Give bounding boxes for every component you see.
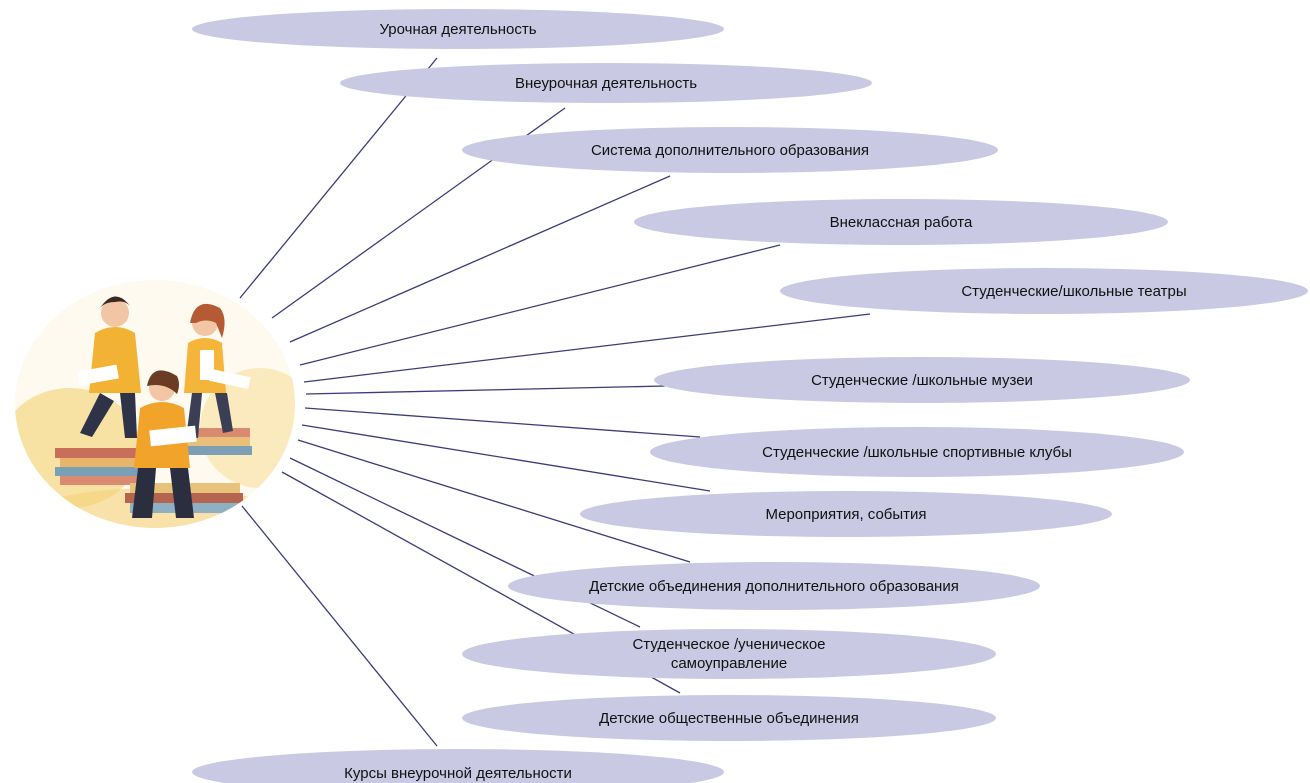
node-obshchestvennye: Детские общественные объединения: [462, 695, 996, 741]
node-vneurochnaya: Внеурочная деятельность: [340, 63, 872, 103]
node-label: Детские объединения дополнительного обра…: [589, 577, 959, 595]
node-label: Студенческие /школьные спортивные клубы: [762, 443, 1072, 461]
connector-meropriyatiya: [301, 424, 711, 492]
node-label: Внеклассная работа: [829, 213, 973, 231]
node-kursy: Курсы внеурочной деятельности: [192, 749, 724, 783]
node-label: Детские общественные объединения: [599, 709, 859, 727]
students-illustration: [15, 280, 295, 528]
node-label: Курсы внеурочной деятельности: [344, 765, 572, 782]
node-label: Студенческое /ученическое самоуправление: [632, 636, 826, 672]
connector-detskie-obedineniya-dop: [297, 439, 691, 563]
node-label: Студенческие/школьные театры: [961, 282, 1187, 300]
node-vneklassnaya: Внеклассная работа: [634, 199, 1168, 245]
node-sport-kluby: Студенческие /школьные спортивные клубы: [650, 427, 1184, 477]
node-dop-obrazovanie: Система дополнительного образования: [462, 127, 998, 173]
connector-dop-obrazovanie: [289, 175, 671, 343]
node-label: Внеурочная деятельность: [514, 74, 698, 92]
connector-teatry: [303, 313, 871, 383]
connector-kursy: [241, 505, 438, 747]
node-meropriyatiya: Мероприятия, события: [580, 491, 1112, 537]
connector-muzei: [305, 385, 666, 395]
node-teatry: Студенческие/школьные театры: [780, 268, 1308, 314]
connector-sport-kluby: [304, 407, 701, 438]
connector-vneklassnaya: [299, 244, 781, 366]
node-muzei: Студенческие /школьные музеи: [654, 357, 1190, 403]
node-samoupravlenie: Студенческое /ученическое самоуправление: [462, 629, 996, 679]
node-detskie-obedineniya-dop: Детские объединения дополнительного обра…: [508, 562, 1040, 610]
node-label: Студенческие /школьные музеи: [811, 371, 1033, 389]
node-label: Мероприятия, события: [765, 505, 927, 523]
node-urochnaya: Урочная деятельность: [192, 9, 724, 49]
node-label: Урочная деятельность: [379, 20, 537, 38]
node-label: Система дополнительного образования: [590, 141, 870, 159]
connector-urochnaya: [239, 57, 438, 299]
